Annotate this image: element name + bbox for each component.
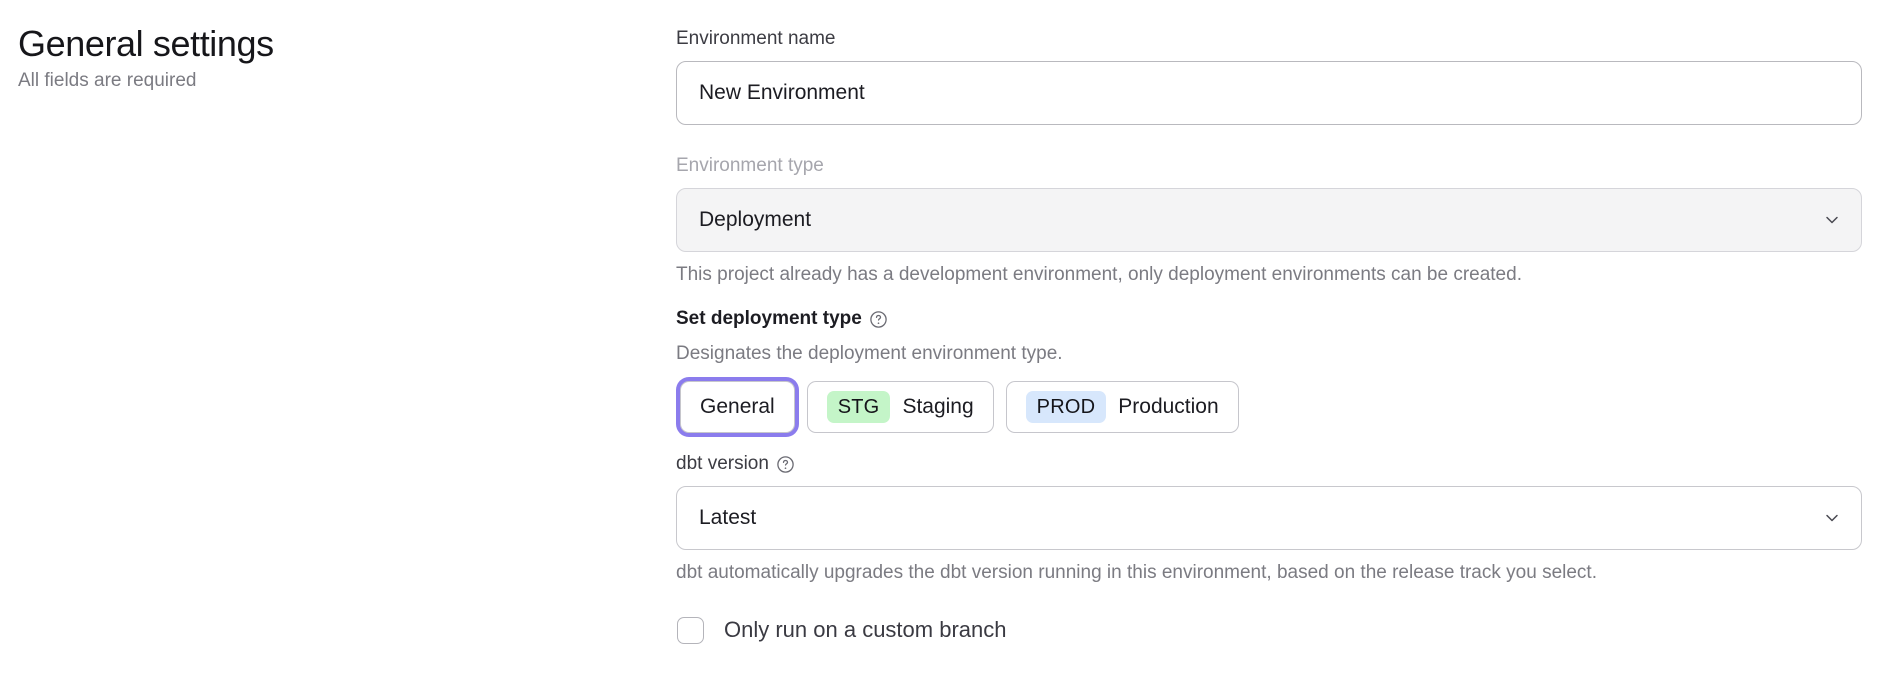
dbt-version-label-text: dbt version [676,453,769,474]
environment-type-select[interactable]: Deployment [676,188,1862,252]
deployment-type-description: Designates the deployment environment ty… [676,343,1063,364]
deployment-type-option-general[interactable]: General [680,381,795,433]
custom-branch-row: Only run on a custom branch [676,616,1862,644]
dbt-version-helper: dbt automatically upgrades the dbt versi… [676,562,1597,583]
environment-type-value: Deployment [699,208,812,231]
dbt-version-field: dbt version Latest dbt automatica [676,451,1862,586]
deployment-type-label-text: Set deployment type [676,308,862,329]
deployment-type-field: Set deployment type Designates the deplo… [676,306,1862,433]
deployment-type-option-staging[interactable]: STG Staging [806,381,994,433]
deployment-type-option-production[interactable]: PROD Production [1005,381,1239,433]
dbt-version-select[interactable]: Latest [676,486,1862,550]
environment-name-label: Environment name [676,28,836,49]
question-circle-icon[interactable] [776,455,795,474]
environment-type-label: Environment type [676,155,824,176]
deployment-type-label: Set deployment type [676,306,1862,332]
chevron-down-icon [1823,509,1841,527]
page-subtitle: All fields are required [18,70,197,91]
environment-type-helper: This project already has a development e… [676,264,1522,285]
environment-name-field: Environment name [676,26,1862,125]
custom-branch-checkbox[interactable] [677,616,704,644]
deployment-type-options: General STG Staging PROD Production [676,381,1862,433]
environment-type-field: Environment type Deployment This project… [676,153,1862,288]
deployment-type-option-production-label: Production [1118,395,1219,418]
general-settings-header: General settings All fields are required [18,22,638,94]
custom-branch-label[interactable]: Only run on a custom branch [724,617,1007,642]
environment-form: Environment name Environment type Deploy… [676,26,1862,644]
environment-name-input[interactable] [676,61,1862,125]
prod-badge: PROD [1025,391,1107,423]
question-circle-icon[interactable] [869,310,888,329]
chevron-down-icon [1823,211,1841,229]
dbt-version-value: Latest [699,506,757,529]
dbt-version-label: dbt version [676,451,1862,477]
deployment-type-option-general-label: General [700,395,775,418]
page-title: General settings [18,23,274,64]
deployment-type-option-staging-label: Staging [902,395,974,418]
stg-badge: STG [826,391,891,423]
